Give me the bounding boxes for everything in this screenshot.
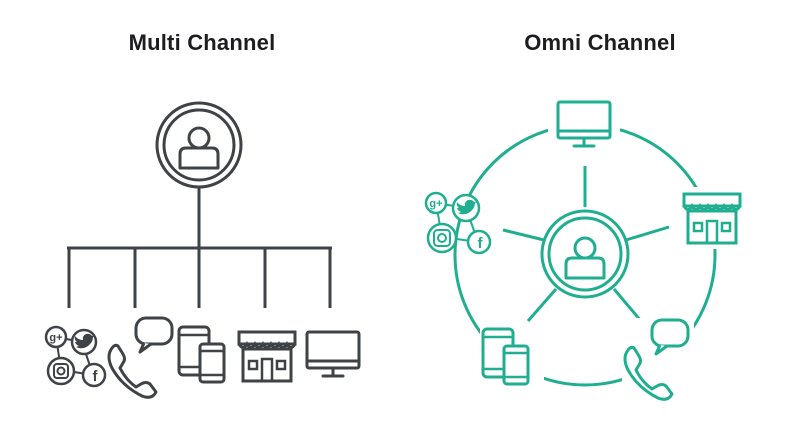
omni-store-node bbox=[679, 187, 745, 249]
google-plus-label: g+ bbox=[49, 332, 62, 344]
instagram-icon bbox=[426, 222, 458, 254]
facebook-label: f bbox=[478, 235, 484, 252]
omni-customer-node bbox=[540, 209, 630, 299]
phone-chat-icon bbox=[107, 316, 174, 399]
omni-phone-node bbox=[622, 318, 694, 401]
social-cluster-icon: g+ f bbox=[424, 191, 492, 255]
social-cluster-icon: g+ f bbox=[44, 325, 107, 388]
user-icon bbox=[178, 126, 220, 170]
multi-customer-node bbox=[155, 101, 243, 189]
google-plus-label: g+ bbox=[429, 198, 442, 210]
devices-icon bbox=[177, 325, 226, 384]
facebook-label: f bbox=[93, 368, 99, 385]
multi-channel-title: Multi Channel bbox=[128, 30, 276, 55]
omni-monitor-node bbox=[548, 98, 620, 156]
omni-spokes bbox=[502, 166, 670, 322]
facebook-icon bbox=[81, 362, 107, 388]
multi-branch-lines bbox=[67, 187, 332, 308]
monitor-icon bbox=[305, 330, 361, 378]
google-plus-icon bbox=[44, 325, 68, 349]
omni-channel-title: Omni Channel bbox=[524, 30, 676, 55]
google-plus-icon bbox=[424, 191, 448, 215]
multi-channel-diagram: g+ f bbox=[44, 101, 361, 399]
store-icon bbox=[237, 330, 297, 383]
facebook-icon bbox=[466, 229, 492, 255]
omni-channel-diagram: g+ f bbox=[424, 98, 745, 401]
omni-devices-node bbox=[480, 322, 544, 390]
instagram-icon bbox=[46, 356, 76, 386]
